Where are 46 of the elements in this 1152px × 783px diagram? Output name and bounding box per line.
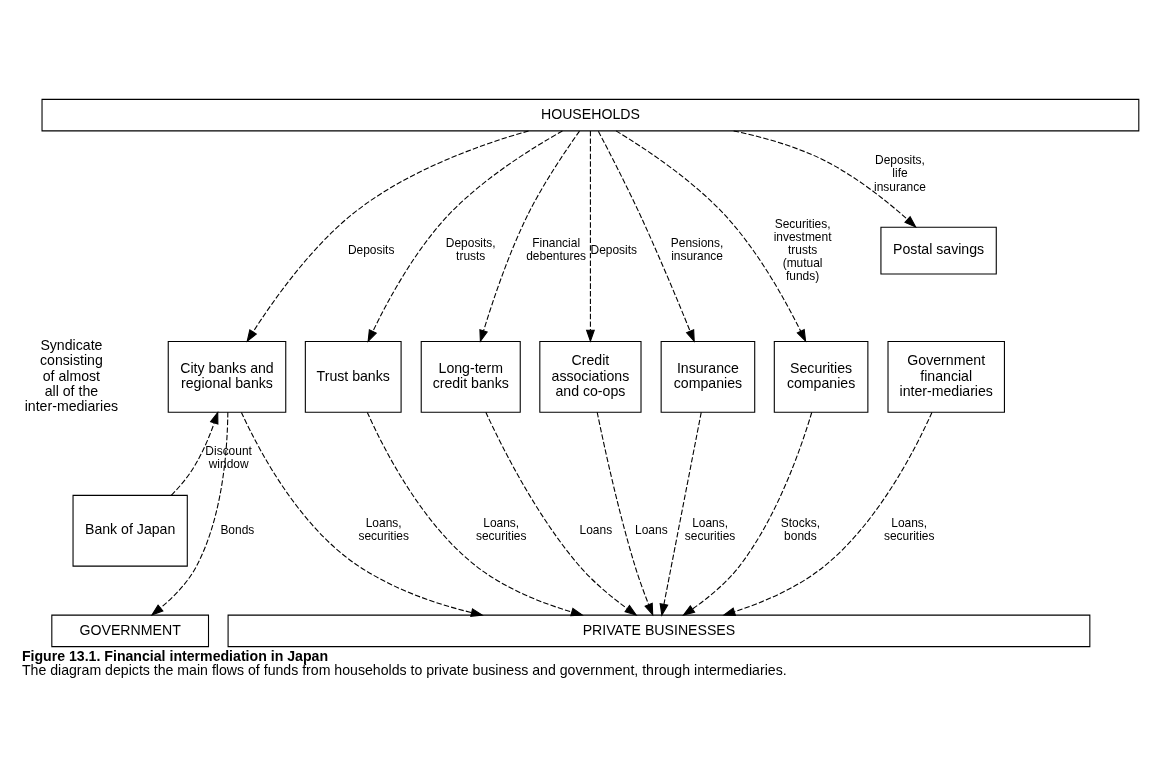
edge-label: Loans, securities (475, 516, 527, 544)
arrow (722, 411, 933, 616)
edge-label: Securities, investment trusts (mutual funds) (773, 216, 832, 283)
arrow (585, 130, 595, 343)
edge-label: Financial debentures (526, 236, 587, 264)
edge-label: Loans (579, 522, 613, 537)
arrow (246, 130, 530, 343)
edge-label: Loans, securities (358, 516, 409, 544)
arrow (479, 130, 581, 343)
arrow (150, 411, 229, 616)
arrow (240, 411, 484, 617)
node-box: Credit associations and co-ops (539, 340, 642, 413)
edge-label: Deposits (590, 242, 638, 257)
arrow (659, 411, 702, 617)
node-box: GOVERNMENT (51, 614, 210, 648)
arrow (367, 130, 563, 343)
node-box: PRIVATE BUSINESSES (227, 614, 1091, 648)
diagram-title: Figure 13.1. Financial intermediation in Japan (21, 648, 329, 665)
node-box: Trust banks (304, 340, 402, 413)
node-box: City banks and regional banks (167, 340, 287, 413)
edge-label: Stocks, bonds (780, 516, 821, 544)
node-box: HOUSEHOLDS (41, 98, 1140, 132)
node-box: Securities companies (773, 340, 869, 413)
node-box: Long-term credit banks (420, 340, 521, 413)
arrow (366, 411, 584, 617)
edge-label: Bonds (220, 522, 255, 537)
label: Syndicate consisting of almost all of the inter-mediaries (24, 337, 119, 414)
arrow (596, 411, 654, 617)
edge-label: Loans (635, 522, 668, 537)
arrow (682, 411, 813, 617)
edge-label: Deposits, trusts (445, 236, 496, 264)
edge-label: Discount window (205, 443, 252, 471)
arrow (485, 411, 638, 616)
edge-label: Loans, securities (883, 516, 935, 544)
arrow (615, 130, 807, 343)
edge-label: Deposits, life insurance (874, 153, 926, 194)
node-box: Bank of Japan (72, 494, 188, 567)
edge-label: Pensions, insurance (670, 236, 724, 264)
node-box: Insurance companies (660, 340, 756, 413)
node-box: Postal savings (880, 226, 997, 275)
edge-label: Loans, securities (684, 516, 736, 544)
arrow (733, 130, 917, 228)
arrow (170, 411, 219, 496)
node-box: Government financial inter-mediaries (887, 340, 1005, 413)
arrow (597, 130, 695, 343)
edge-label: Deposits (347, 242, 395, 257)
